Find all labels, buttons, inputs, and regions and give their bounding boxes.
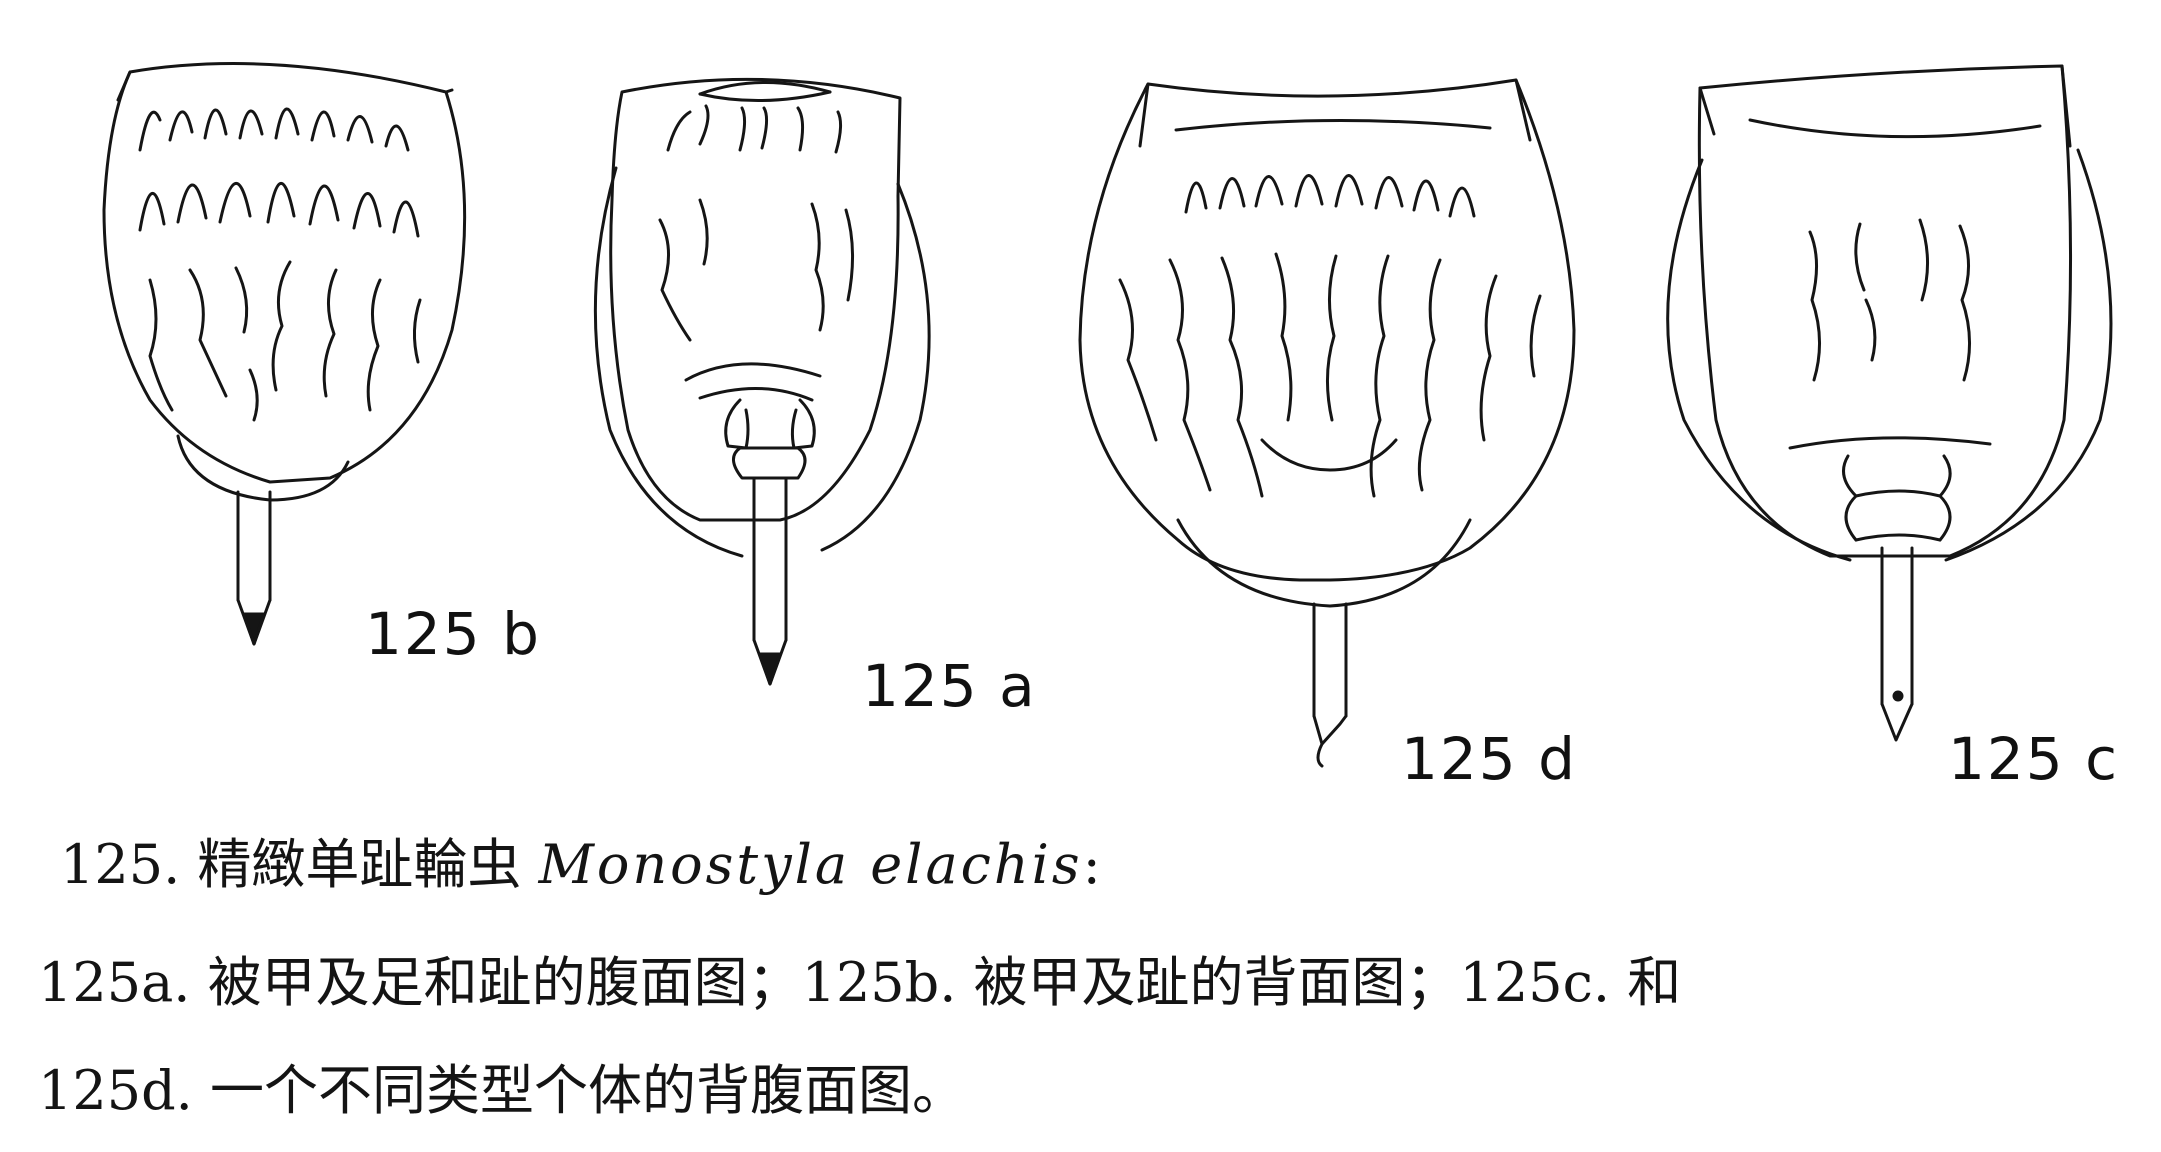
specimen-125b-drawing [102,62,467,646]
caption-title-prefix: 125. 精緻单趾輪虫 [60,833,539,896]
specimen-plate [102,62,2113,768]
figure-label-125a: 125 a [862,652,1037,720]
caption-line-3: 125d. 一个不同类型个体的背腹面图。 [38,1059,966,1122]
specimen-125d-drawing [1078,78,1576,768]
caption-title: 125. 精緻单趾輪虫 Monostyla elachis: [60,820,1101,899]
species-name: Monostyla elachis [538,833,1083,896]
specimen-125c-drawing [1666,64,2113,742]
caption-title-suffix: : [1082,833,1101,896]
specimen-125a-drawing [593,77,931,686]
figure-label-125b: 125 b [365,600,541,668]
caption-line-2: 125a. 被甲及足和趾的腹面图；125b. 被甲及趾的背面图；125c. 和 [38,951,1682,1014]
figure-label-125d: 125 d [1401,725,1577,793]
figure-label-125c: 125 c [1948,725,2120,793]
